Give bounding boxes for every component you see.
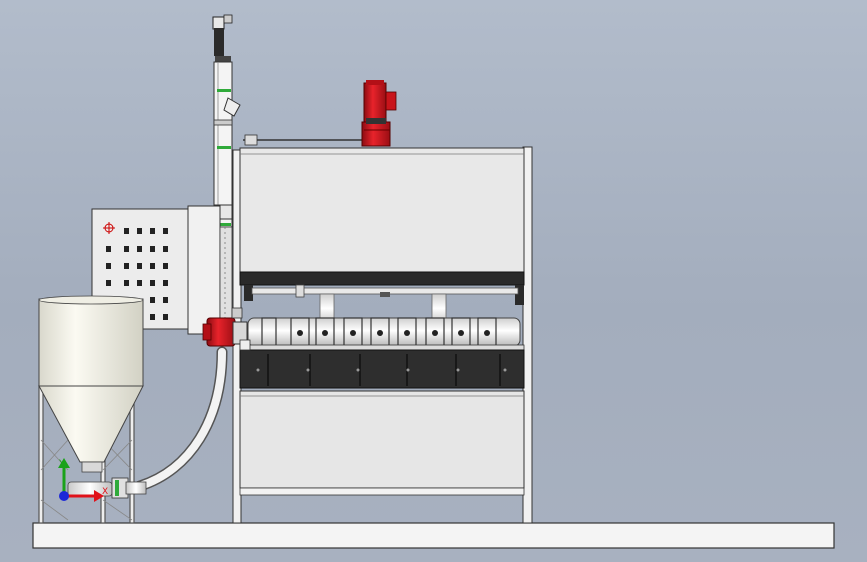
roller-assembly — [247, 317, 521, 347]
red-gear-motor-icon — [243, 80, 397, 147]
triad-y-label: Y — [58, 459, 65, 469]
triad-x-label: X — [102, 487, 108, 497]
base-plate — [32, 522, 835, 549]
upper-panel — [239, 147, 525, 273]
vertical-feeder-column — [212, 14, 241, 228]
right-leg — [522, 146, 533, 524]
red-pump-motor-icon — [202, 307, 251, 351]
conveyor-belt-dark — [239, 349, 525, 389]
lower-panel — [239, 390, 525, 489]
main-cabinet — [232, 146, 533, 524]
upper-dark-bar — [239, 271, 525, 286]
xyz-triad-icon: X Y — [58, 458, 108, 502]
conical-tank-icon — [38, 295, 147, 524]
